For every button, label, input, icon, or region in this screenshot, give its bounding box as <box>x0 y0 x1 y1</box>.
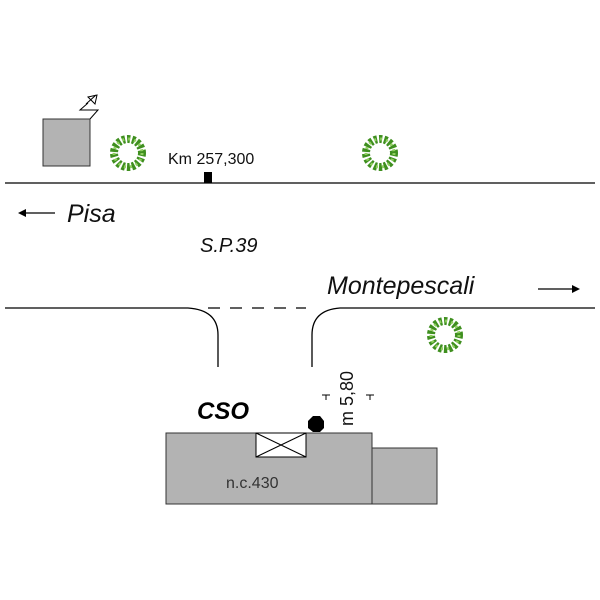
west-direction-label: Pisa <box>67 200 116 228</box>
building-number-label: n.c.430 <box>226 475 279 492</box>
building-annex <box>371 447 438 505</box>
km-post-icon <box>204 172 212 183</box>
road-south-edge-east <box>311 307 595 367</box>
site-label: CSO <box>197 398 249 425</box>
small-building <box>42 118 91 167</box>
arrow-right-icon <box>538 285 580 293</box>
east-direction-label: Montepescali <box>327 272 476 300</box>
dimension-marks <box>322 394 374 400</box>
arrow-left-icon <box>18 209 55 217</box>
road-name-label: S.P.39 <box>200 235 257 257</box>
tree-icon <box>431 321 459 349</box>
point-marker-icon <box>308 416 324 432</box>
gate-icon <box>255 432 307 458</box>
tree-icon <box>114 139 142 167</box>
antenna-icon <box>78 94 100 120</box>
road-south-edge-west <box>5 307 219 367</box>
tree-icon <box>366 139 394 167</box>
km-marker-label: Km 257,300 <box>168 151 254 168</box>
distance-label: m 5,80 <box>337 371 357 426</box>
